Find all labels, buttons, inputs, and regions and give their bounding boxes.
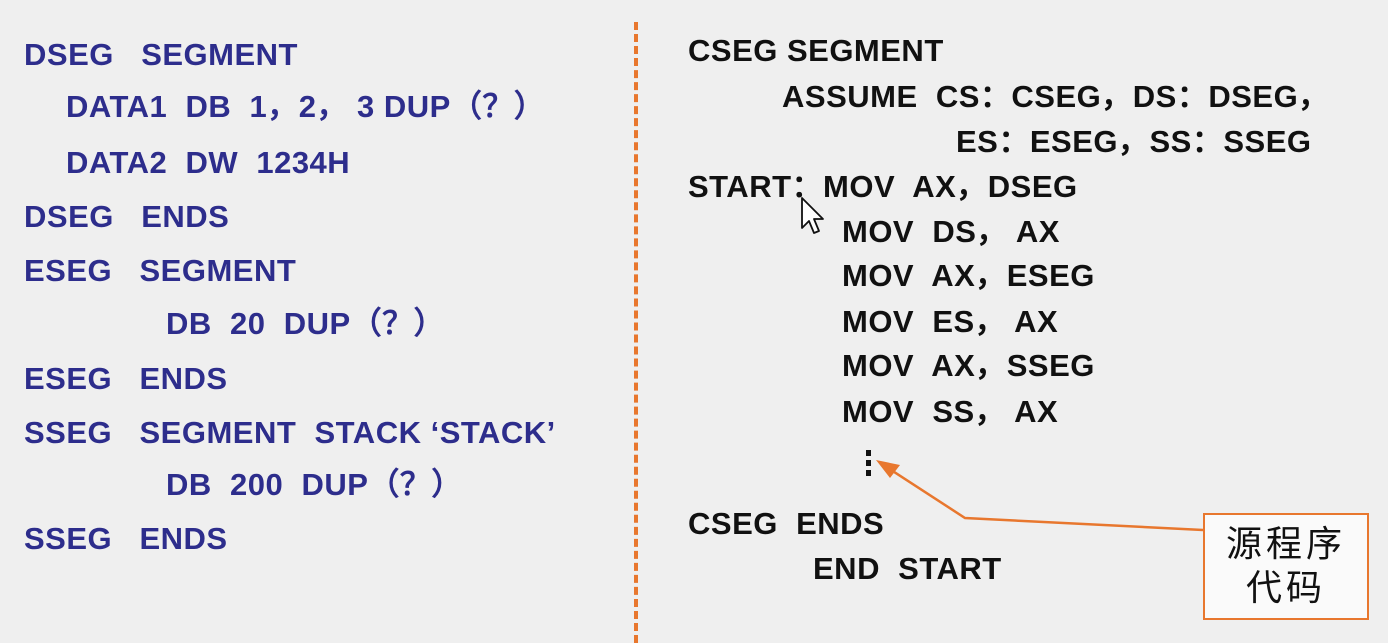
code-line-eseg-ends: ESEG ENDS — [24, 361, 228, 396]
code-line-mov-ax-sseg: MOV AX，SSEG — [842, 348, 1095, 383]
code-line-eseg-segment: ESEG SEGMENT — [24, 253, 297, 288]
code-line-dseg-ends: DSEG ENDS — [24, 199, 230, 234]
code-line-cseg-ends: CSEG ENDS — [688, 506, 885, 541]
code-line-mov-ds: MOV DS， AX — [842, 214, 1060, 249]
code-line-mov-ss: MOV SS， AX — [842, 394, 1059, 429]
dashed-divider — [634, 22, 638, 643]
code-line-data2: DATA2 DW 1234H — [66, 145, 351, 180]
code-line-sseg-ends: SSEG ENDS — [24, 521, 228, 556]
code-line-dseg-segment: DSEG SEGMENT — [24, 37, 298, 72]
code-line-cseg-segment: CSEG SEGMENT — [688, 33, 944, 68]
code-line-data1: DATA1 DB 1，2， 3 DUP（？） — [66, 89, 546, 124]
mouse-pointer-icon — [801, 197, 824, 234]
code-line-end-start: END START — [813, 551, 1002, 586]
callout-line-1: 源程序 — [1225, 523, 1346, 565]
code-line-assume-2: ES：ESEG，SS：SSEG — [956, 124, 1312, 159]
code-line-sseg-db: DB 200 DUP（？） — [166, 467, 463, 502]
code-line-mov-es: MOV ES， AX — [842, 304, 1059, 339]
code-line-mov-ax-eseg: MOV AX，ESEG — [842, 258, 1095, 293]
source-code-callout: 源程序 代码 — [1203, 513, 1369, 620]
callout-line-2: 代码 — [1245, 567, 1326, 609]
code-line-sseg-segment: SSEG SEGMENT STACK ‘STACK’ — [24, 415, 556, 450]
code-line-assume-1: ASSUME CS：CSEG，DS：DSEG， — [782, 79, 1330, 114]
code-line-eseg-db: DB 20 DUP（？） — [166, 306, 446, 341]
code-line-start: START：MOV AX，DSEG — [688, 169, 1078, 204]
vertical-ellipsis-icon — [866, 450, 872, 484]
